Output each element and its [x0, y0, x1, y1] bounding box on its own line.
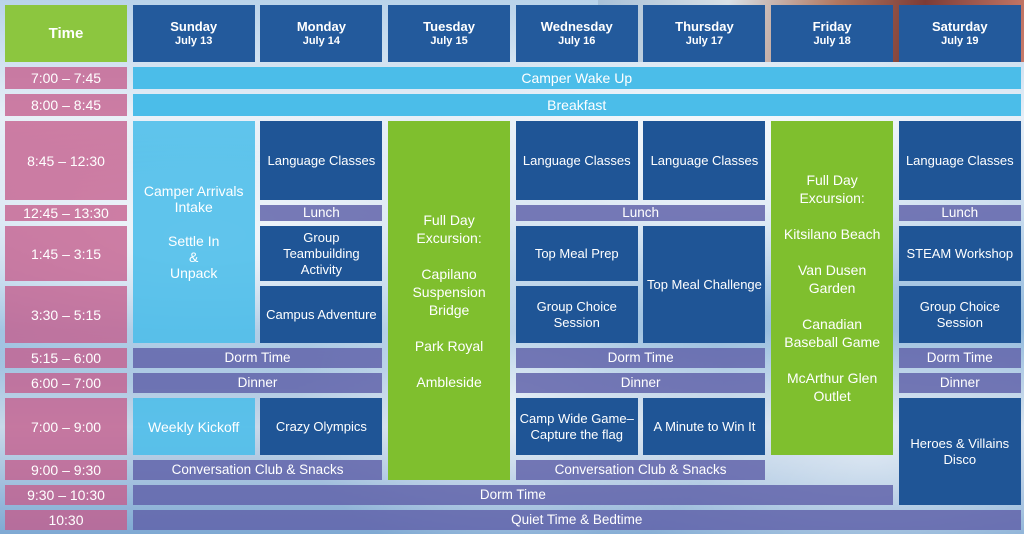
event-camper-arrivals: Camper Arrivals Intake Settle In & Unpac…: [132, 121, 255, 343]
time-slot-label: 12:45 – 13:30: [5, 205, 127, 221]
event-friday-excursion: Full Day Excursion: Kitsilano Beach Van …: [771, 121, 894, 455]
day-name: Monday: [296, 18, 346, 34]
event-dorm-time: Dorm Time: [515, 348, 766, 368]
event-line: Bridge: [428, 301, 470, 318]
event-line: Ambleside: [416, 373, 482, 390]
event-group-choice: Group Choice Session: [898, 286, 1021, 343]
event-dinner: Dinner: [132, 373, 383, 393]
event-heroes-villains-disco: Heroes & Villains Disco: [898, 398, 1021, 505]
event-line: Full Day: [806, 172, 858, 188]
time-slot-label: 9:00 – 9:30: [5, 460, 127, 480]
event-language-classes: Language Classes: [643, 121, 766, 200]
event-line: Excursion:: [416, 229, 482, 246]
event-dorm-time: Dorm Time: [898, 348, 1021, 368]
time-slot-label: 7:00 – 9:00: [5, 398, 127, 455]
time-slot-label: 3:30 – 5:15: [5, 286, 127, 343]
event-dinner: Dinner: [515, 373, 766, 393]
event-line: Van Dusen: [798, 262, 867, 278]
time-slot-label: 8:45 – 12:30: [5, 121, 127, 200]
event-language-classes: Language Classes: [898, 121, 1021, 200]
time-slot-label: 5:15 – 6:00: [5, 348, 127, 368]
day-date: July 17: [685, 34, 724, 47]
event-lunch: Lunch: [515, 205, 766, 221]
event-lunch: Lunch: [260, 205, 383, 221]
event-line: McArthur Glen: [787, 370, 878, 386]
event-lunch: Lunch: [898, 205, 1021, 221]
event-line: Intake: [174, 199, 213, 215]
day-header-friday: Friday July 18: [771, 5, 894, 62]
event-line: Garden: [808, 280, 856, 296]
day-header-thursday: Thursday July 17: [643, 5, 766, 62]
event-conversation-club: Conversation Club & Snacks: [515, 460, 766, 480]
time-slot-label: 6:00 – 7:00: [5, 373, 127, 393]
event-line: &: [189, 249, 199, 265]
event-line: Canadian: [802, 316, 863, 332]
event-campus-adventure: Campus Adventure: [260, 286, 383, 343]
event-breakfast: Breakfast: [132, 94, 1021, 116]
time-slot-label: 1:45 – 3:15: [5, 226, 127, 281]
event-teambuilding: Group Teambuilding Activity: [260, 226, 383, 281]
time-slot-label: 8:00 – 8:45: [5, 94, 127, 116]
event-tuesday-excursion: Full Day Excursion: Capilano Suspension …: [388, 121, 511, 480]
day-name: Wednesday: [540, 18, 613, 34]
event-line: Camper Arrivals: [143, 183, 244, 199]
event-dorm-time-night: Dorm Time: [132, 485, 894, 505]
day-header-tuesday: Tuesday July 15: [388, 5, 511, 62]
event-line: Full Day: [423, 211, 475, 228]
event-quiet-time: Quiet Time & Bedtime: [132, 510, 1021, 530]
day-header-sunday: Sunday July 13: [132, 5, 255, 62]
day-date: July 15: [430, 34, 468, 47]
event-steam-workshop: STEAM Workshop: [898, 226, 1021, 281]
event-camp-wide-game: Camp Wide Game– Capture the flag: [515, 398, 638, 455]
event-line: Capilano: [421, 265, 477, 282]
day-date: July 18: [813, 34, 851, 47]
event-line: Settle In: [168, 233, 220, 249]
schedule-grid: Time Sunday July 13 Monday July 14 Tuesd…: [5, 5, 1021, 531]
event-group-choice: Group Choice Session: [515, 286, 638, 343]
day-date: July 13: [175, 34, 213, 47]
event-line: Outlet: [813, 388, 851, 404]
day-name: Tuesday: [423, 18, 475, 34]
event-minute-to-win-it: A Minute to Win It: [643, 398, 766, 455]
event-line: Excursion:: [799, 190, 865, 206]
day-date: July 16: [558, 34, 596, 47]
time-column-header: Time: [5, 5, 127, 62]
event-conversation-club: Conversation Club & Snacks: [132, 460, 383, 480]
event-dinner: Dinner: [898, 373, 1021, 393]
event-crazy-olympics: Crazy Olympics: [260, 398, 383, 455]
event-line: Park Royal: [414, 337, 484, 354]
time-slot-label: 7:00 – 7:45: [5, 67, 127, 89]
event-line: Kitsilano Beach: [783, 226, 881, 242]
day-date: July 19: [941, 34, 979, 47]
day-name: Thursday: [675, 18, 734, 34]
time-slot-label: 9:30 – 10:30: [5, 485, 127, 505]
event-top-meal-challenge: Top Meal Challenge: [643, 226, 766, 343]
event-dorm-time: Dorm Time: [132, 348, 383, 368]
event-wake-up: Camper Wake Up: [132, 67, 1021, 89]
event-top-meal-prep: Top Meal Prep: [515, 226, 638, 281]
event-language-classes: Language Classes: [260, 121, 383, 200]
day-date: July 14: [302, 34, 341, 47]
event-line: Baseball Game: [784, 334, 880, 350]
day-header-saturday: Saturday July 19: [898, 5, 1021, 62]
day-name: Friday: [812, 18, 852, 34]
day-name: Saturday: [931, 18, 988, 34]
event-line: Unpack: [169, 265, 218, 281]
day-header-monday: Monday July 14: [260, 5, 383, 62]
event-language-classes: Language Classes: [515, 121, 638, 200]
event-line: Suspension: [412, 283, 486, 300]
event-weekly-kickoff: Weekly Kickoff: [132, 398, 255, 455]
day-name: Sunday: [170, 18, 218, 34]
time-slot-label: 10:30: [5, 510, 127, 530]
day-header-wednesday: Wednesday July 16: [515, 5, 638, 62]
